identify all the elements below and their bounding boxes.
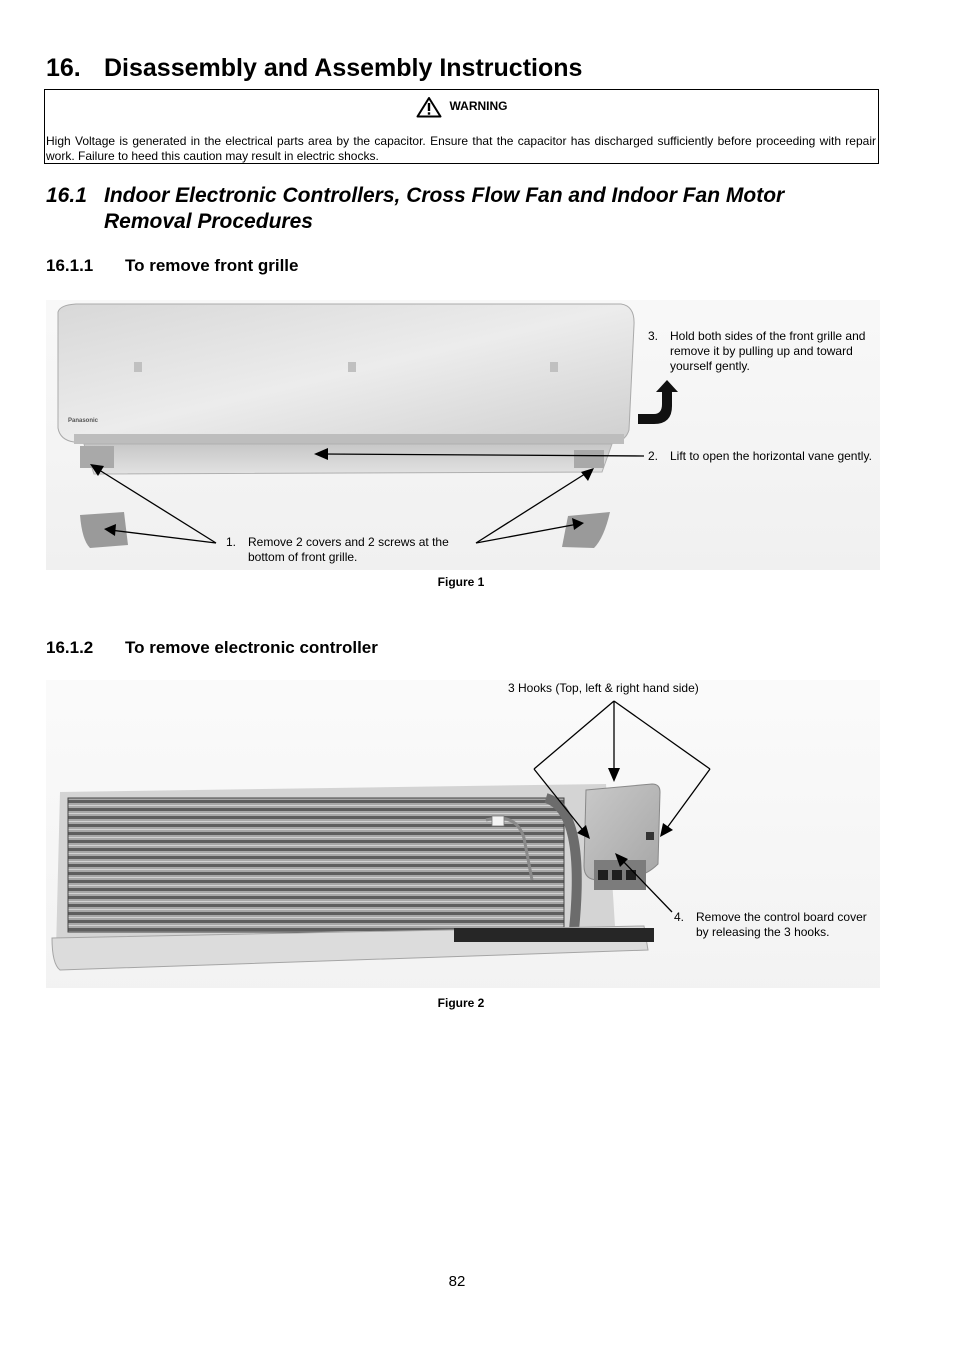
warning-box: WARNING High Voltage is generated in the… bbox=[44, 89, 879, 164]
section-title: Disassembly and Assembly Instructions bbox=[104, 54, 583, 82]
subsection-title-line2: Removal Procedures bbox=[104, 210, 313, 233]
step2-number: 16.1.2 bbox=[46, 638, 94, 657]
note1-number: 1. bbox=[226, 535, 237, 549]
warning-header: WARNING bbox=[45, 96, 878, 118]
step1-number: 16.1.1 bbox=[46, 256, 94, 275]
step1-heading: 16.1.1 To remove front grille bbox=[46, 256, 299, 276]
subsection-heading: 16.1 Indoor Electronic Controllers, Cross… bbox=[46, 183, 784, 235]
note1-text: Remove 2 covers and 2 screws at the bott… bbox=[248, 535, 449, 564]
step2-title: To remove electronic controller bbox=[125, 638, 378, 657]
step1-title: To remove front grille bbox=[125, 256, 299, 275]
figure2-illustration bbox=[46, 680, 880, 988]
section-number: 16. bbox=[46, 54, 81, 82]
note4-text: Remove the control board cover by releas… bbox=[696, 910, 867, 939]
note2-text: Lift to open the horizontal vane gently. bbox=[670, 449, 872, 463]
hooks-label: 3 Hooks (Top, left & right hand side) bbox=[508, 681, 699, 695]
figure1-illustration bbox=[46, 300, 880, 570]
figure1-photo: Panasonic bbox=[46, 300, 880, 570]
brand-logo: Panasonic bbox=[68, 418, 99, 424]
subsection-title-line1: Indoor Electronic Controllers, Cross Flo… bbox=[104, 184, 785, 207]
page-number: 82 bbox=[448, 1273, 466, 1290]
section-heading: 16. Disassembly and Assembly Instructions bbox=[46, 54, 582, 83]
note3-text: Hold both sides of the front grille and … bbox=[670, 329, 866, 373]
subsection-number: 16.1 bbox=[46, 184, 87, 207]
step2-heading: 16.1.2 To remove electronic controller bbox=[46, 638, 378, 658]
warning-icon bbox=[416, 97, 441, 118]
figure1-note-3: 3. Hold both sides of the front grille an… bbox=[648, 329, 884, 374]
figure2-note-4: 4. Remove the control board cover by rele… bbox=[674, 910, 884, 940]
figure2-caption: Figure 2 bbox=[437, 996, 485, 1010]
figure1-caption: Figure 1 bbox=[437, 575, 485, 589]
note3-number: 3. bbox=[648, 329, 659, 343]
figure2-photo bbox=[46, 680, 880, 988]
note2-number: 2. bbox=[648, 449, 659, 463]
warning-text: High Voltage is generated in the electri… bbox=[46, 134, 876, 163]
figure1-note-2: 2. Lift to open the horizontal vane gentl… bbox=[648, 449, 884, 464]
figure1-note-1: 1. Remove 2 covers and 2 screws at the bo… bbox=[226, 535, 476, 565]
note4-number: 4. bbox=[674, 910, 685, 924]
warning-label: WARNING bbox=[449, 99, 508, 114]
